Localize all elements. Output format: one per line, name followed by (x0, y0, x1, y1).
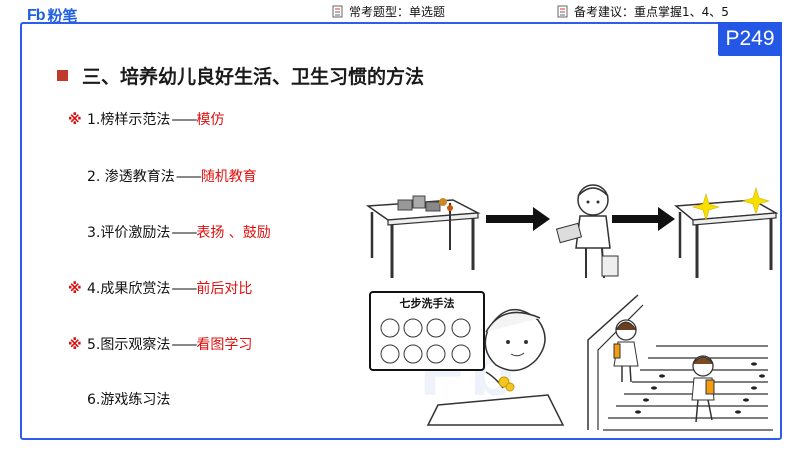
method-keyword: 随机教育 (200, 169, 257, 185)
method-item: 2. 渗透教育法 —— 随机教育 (68, 166, 257, 186)
stairs-illustration (587, 294, 773, 431)
tidying-sequence-illustration (365, 184, 778, 279)
girl-drawing (613, 319, 639, 383)
messy-table-drawing (365, 195, 481, 278)
method-item: ※ 5.图示观察法 —— 看图学习 (68, 334, 252, 354)
method-dash: —— (171, 337, 197, 353)
child-tidying-drawing (555, 184, 619, 279)
top-bar: Fb 粉笔 常考题型：单选题 备考建议：重点掌握1、4、5 (0, 0, 800, 25)
method-dash: —— (171, 112, 197, 128)
bullet-square (57, 70, 68, 81)
brand-logo: Fb 粉笔 (27, 5, 78, 26)
arrow-right-icon (486, 207, 550, 231)
method-keyword: 前后对比 (196, 281, 253, 297)
boy-washing-drawing (426, 308, 565, 426)
method-item: ※ 4.成果欣赏法 —— 前后对比 (68, 278, 252, 298)
footprint-markers (635, 362, 765, 414)
boy-walking-drawing (691, 355, 715, 423)
notebook-icon (557, 5, 568, 18)
key-mark: ※ (68, 337, 82, 353)
method-item: 3.评价激励法 —— 表扬 、鼓励 (68, 222, 271, 242)
method-label: 6.游戏练习法 (87, 392, 171, 408)
logo-mark: Fb (27, 6, 46, 24)
handwashing-illustration: 七步洗手法 (369, 291, 565, 426)
notebook-icon (332, 5, 343, 18)
method-keyword: 模仿 (196, 112, 225, 128)
method-label: 4.成果欣赏法 (87, 281, 171, 297)
method-item: ※ 1.榜样示范法 —— 模仿 (68, 109, 224, 129)
question-type-info: 常考题型：单选题 (332, 3, 445, 20)
method-keyword: 看图学习 (196, 337, 253, 353)
method-dash: —— (171, 225, 197, 241)
method-item: 6.游戏练习法 (68, 389, 172, 409)
study-tip-info: 备考建议：重点掌握1、4、5 (557, 3, 729, 20)
arrow-right-icon (612, 207, 675, 231)
clean-table-drawing (674, 186, 778, 278)
page-number-badge: P249 (718, 22, 782, 56)
section-title-text: 三、培养幼儿良好生活、卫生习惯的方法 (82, 66, 425, 88)
method-keyword: 表扬 、鼓励 (196, 225, 271, 241)
method-label: 3.评价激励法 (87, 225, 171, 241)
logo-name: 粉笔 (47, 7, 78, 25)
method-label: 5.图示观察法 (87, 337, 171, 353)
method-label: 1.榜样示范法 (87, 112, 171, 128)
study-tip-text: 备考建议：重点掌握1、4、5 (574, 5, 729, 19)
method-label: 2. 渗透教育法 (87, 169, 175, 185)
method-dash: —— (171, 281, 197, 297)
key-mark: ※ (68, 112, 82, 128)
key-mark: ※ (68, 281, 82, 297)
poster-title: 七步洗手法 (400, 296, 455, 310)
section-title: 三、培养幼儿良好生活、卫生习惯的方法 (57, 62, 424, 89)
method-dash: —— (175, 169, 202, 185)
question-type-text: 常考题型：单选题 (349, 5, 446, 19)
